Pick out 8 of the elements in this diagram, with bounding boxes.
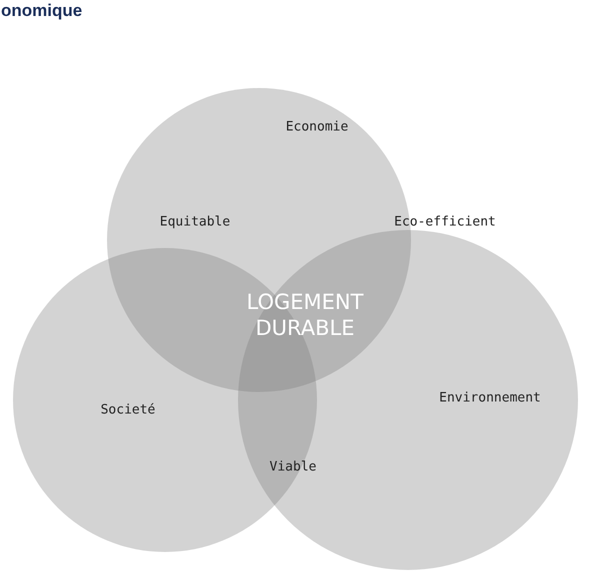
circle-label: Societé [100, 402, 156, 418]
heading-fragment: onomique [1, 1, 82, 22]
center-label: LOGEMENT DURABLE [246, 288, 364, 342]
overlap-label: Viable [270, 460, 316, 474]
overlap-label: Eco-efficient [394, 214, 496, 230]
circle-label: Economie [286, 120, 348, 134]
circle-label: Environnement [439, 390, 541, 406]
overlap-label: Equitable [160, 214, 230, 230]
